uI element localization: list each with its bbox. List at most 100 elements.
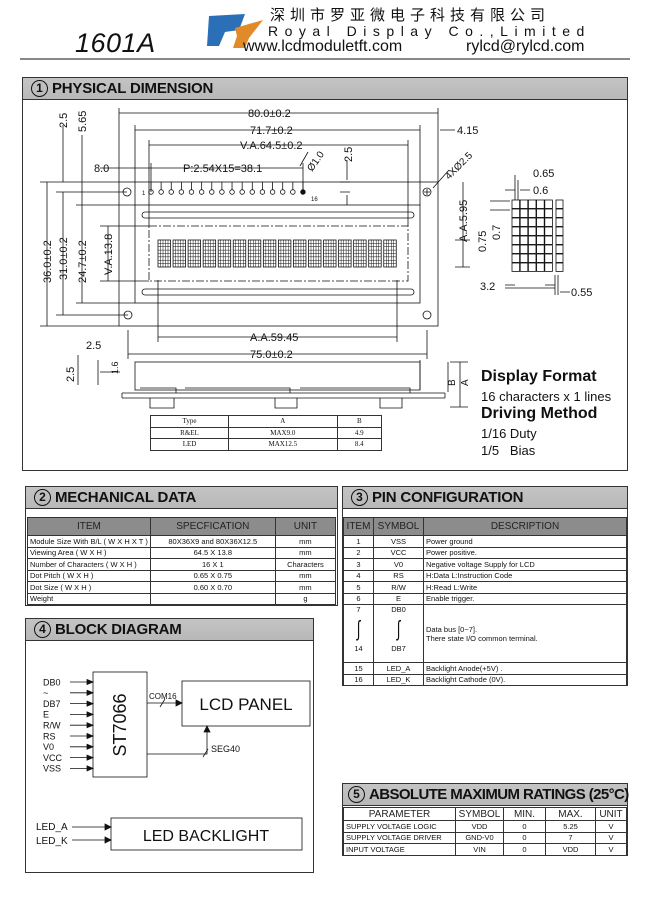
input-label: ~ — [43, 688, 48, 698]
dot — [519, 217, 529, 227]
email-link[interactable]: rylcd@rylcd.com — [466, 38, 585, 55]
dim-va-64-5: V.A.64.5±0.2 — [240, 140, 303, 152]
dot — [528, 253, 537, 263]
table-cell: 0 — [503, 843, 546, 856]
range-squiggle: ∫ — [356, 616, 361, 641]
dot — [555, 217, 564, 227]
viewing-area — [148, 225, 409, 282]
lcd-panel-label: LCD PANEL — [199, 695, 292, 714]
section-number: 2 — [34, 489, 51, 506]
company-name-en: Royal Display Co.,Limited — [268, 23, 591, 39]
dot — [528, 208, 537, 218]
dot — [519, 226, 529, 236]
dot — [544, 208, 553, 218]
character-cell — [202, 239, 217, 268]
dim-h-5-65: 5.65 — [77, 111, 89, 132]
dot-0-65: 0.65 — [533, 168, 554, 180]
dim-width-80: 80.0±0.2 — [248, 108, 291, 120]
table-cell: DB0 — [391, 605, 406, 614]
table-cell: Number of Characters ( W X H ) — [27, 558, 151, 571]
table-cell: mm — [274, 581, 337, 594]
dot — [511, 244, 520, 254]
bezel-outline — [134, 204, 421, 304]
dot — [511, 217, 520, 227]
website-link[interactable]: www.lcdmoduletft.com — [243, 38, 403, 55]
section-title: PHYSICAL DIMENSION — [52, 80, 214, 97]
table-cell: V — [595, 843, 627, 856]
table-cell: VSS — [373, 535, 424, 548]
table-cell: 0.60 X 0.70 — [149, 581, 276, 594]
table-cell: Module Size With B/L ( W X H X T ) — [27, 535, 151, 548]
input-label: VCC — [43, 753, 63, 763]
type-cell: LED — [150, 438, 229, 451]
bias-value: 1/5 Bias — [481, 443, 536, 458]
table-cell: There state I/O common terminal. — [426, 633, 538, 643]
table-cell: V0 — [373, 558, 424, 571]
dot — [536, 217, 545, 227]
table-cell: Characters — [274, 558, 337, 571]
column-header: UNIT — [595, 807, 627, 821]
table-cell: mm — [274, 535, 337, 548]
dot — [536, 253, 545, 263]
display-format-title: Display Format — [481, 368, 597, 385]
column-header: SYMBOL — [373, 517, 424, 536]
table-cell: INPUT VOLTAGE — [343, 843, 456, 856]
input-label: E — [43, 710, 49, 720]
dot — [544, 253, 553, 263]
dot — [511, 235, 520, 245]
character-cell — [187, 239, 202, 268]
character-cell — [323, 239, 337, 268]
table-cell: Backlight Anode(+5V) . — [423, 662, 627, 675]
dim-aa-5-95: A.A.5.95 — [458, 200, 470, 242]
column-header: MAX. — [545, 807, 596, 821]
dim-2-5-b: 2.5 — [86, 340, 101, 352]
dim-4-15: 4.15 — [457, 125, 478, 137]
table-cell: 5 — [343, 581, 374, 594]
dot — [511, 226, 520, 236]
section-title: ABSOLUTE MAXIMUM RATINGS (25°C) — [369, 786, 629, 803]
dim-h-2-5: 2.5 — [58, 113, 70, 128]
dot — [536, 262, 545, 272]
dot — [511, 199, 520, 209]
display-format-value: 16 characters x 1 lines — [481, 389, 612, 404]
dot — [519, 244, 529, 254]
dot — [555, 208, 564, 218]
type-header: B — [336, 415, 383, 428]
table-cell: DB7 — [391, 644, 406, 653]
table-cell: Power positive. — [423, 546, 627, 559]
table-cell: Data bus [0~7]. — [426, 624, 478, 634]
character-cell — [383, 239, 397, 268]
table-cell: VDD — [455, 820, 504, 833]
range-squiggle: ∫ — [396, 616, 401, 641]
dot-0-6: 0.6 — [533, 185, 548, 197]
dim-2-5: 2.5 — [343, 147, 355, 162]
dot — [544, 199, 553, 209]
dim-a: A — [460, 379, 471, 386]
duty-value: 1/16 Duty — [481, 426, 537, 441]
table-cell: Backlight Cathode (0V). — [423, 673, 627, 686]
input-label: V0 — [43, 742, 54, 752]
controller-box — [92, 671, 148, 778]
section-number: 1 — [31, 80, 48, 97]
character-matrix — [157, 239, 397, 268]
dot — [511, 262, 520, 272]
table-cell: GND-V0 — [455, 831, 504, 844]
table-cell: VIN — [455, 843, 504, 856]
dim-width-75: 75.0±0.2 — [250, 349, 293, 361]
table-cell: mm — [274, 546, 337, 559]
section-number: 3 — [351, 489, 368, 506]
